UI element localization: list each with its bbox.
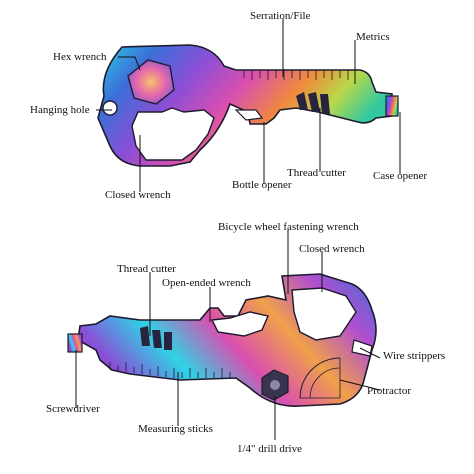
label-metrics: Metrics (356, 31, 390, 43)
hex-wrench-socket (127, 59, 175, 105)
label-case-opener: Case opener (373, 170, 427, 182)
bottle-opener-slot (234, 109, 264, 121)
label-closed-wrench-top: Closed wrench (105, 189, 171, 201)
protractor-scale (299, 357, 341, 399)
case-opener-tip (385, 95, 399, 117)
screwdriver-tip (67, 333, 83, 353)
label-screwdriver: Screwdriver (46, 403, 100, 415)
label-open-ended-wrench: Open-ended wrench (162, 277, 251, 289)
open-ended-wrench-slot (210, 311, 269, 337)
label-serration-file: Serration/File (250, 10, 311, 22)
label-thread-cutter-top: Thread cutter (287, 167, 346, 179)
label-measuring-sticks: Measuring sticks (138, 423, 213, 435)
leader-lines (75, 19, 401, 440)
label-wire-strippers: Wire strippers (383, 350, 445, 362)
hanging-hole (102, 100, 118, 116)
label-bottle-opener: Bottle opener (232, 179, 292, 191)
label-closed-wrench-bottom: Closed wrench (299, 243, 365, 255)
serration-teeth (243, 70, 349, 80)
drill-drive-center (270, 380, 280, 390)
closed-wrench-opening (131, 107, 215, 161)
bottom-multitool (67, 273, 377, 407)
label-thread-cutter-bottom: Thread cutter (117, 263, 176, 275)
measuring-stick-ticks (109, 362, 231, 378)
label-drill-drive: 1/4" drill drive (237, 443, 302, 455)
label-hanging-hole: Hanging hole (30, 104, 90, 116)
top-multitool (97, 44, 399, 167)
thread-cutter-notches (296, 92, 330, 114)
labels: Hex wrench Serration/File Metrics Hangin… (30, 10, 445, 455)
label-hex-wrench: Hex wrench (53, 51, 107, 63)
thread-cutter-fins-bottom (140, 326, 172, 350)
closed-wrench-opening-bottom (291, 287, 357, 341)
label-bicycle-wrench: Bicycle wheel fastening wrench (218, 221, 359, 233)
label-protractor: Protractor (367, 385, 411, 397)
